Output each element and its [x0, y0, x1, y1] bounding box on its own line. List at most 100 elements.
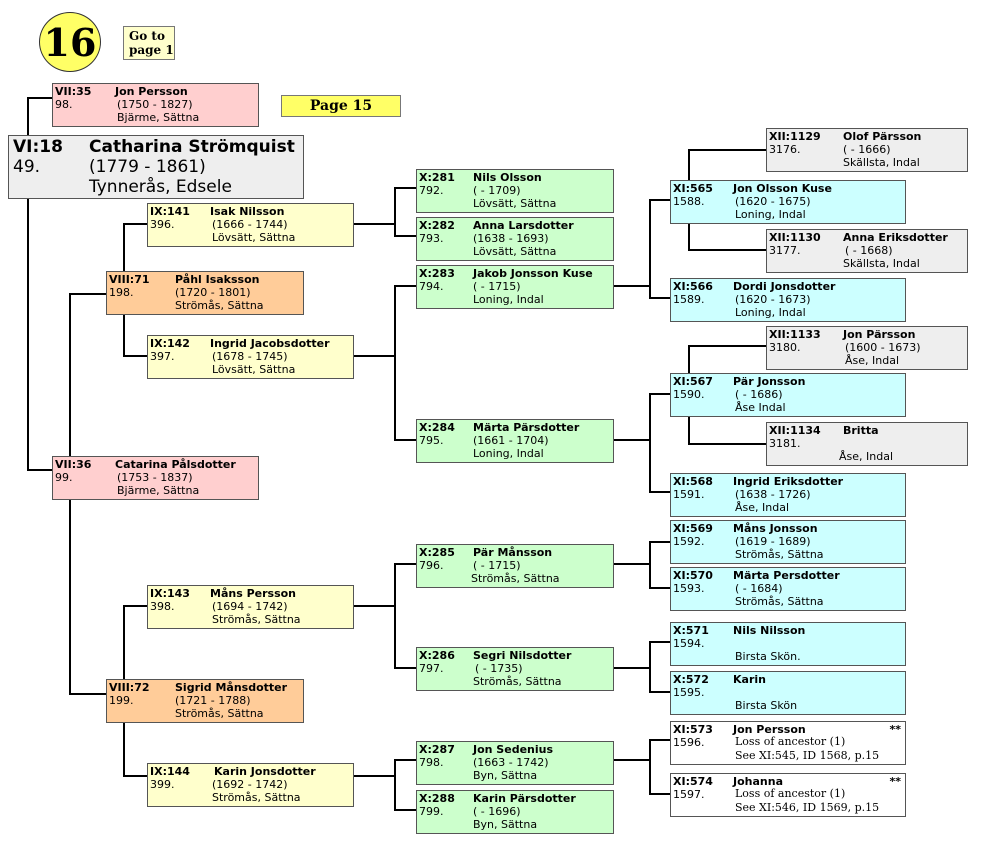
person-id: X:284 [419, 421, 455, 434]
person-num: 398. [150, 600, 175, 613]
person-box-xi-570[interactable]: XI:570 Märta Persdotter 1593. ( - 1684) … [670, 567, 906, 611]
person-dates: (1694 - 1742) [212, 600, 288, 613]
person-box-xi-574[interactable]: XI:574 Johanna ** 1597. Loss of ancestor… [670, 773, 906, 817]
person-id: X:571 [673, 624, 709, 637]
person-name: Måns Persson [210, 587, 297, 600]
person-num: 396. [150, 218, 175, 231]
person-id: X:283 [419, 267, 455, 280]
person-dates: ( - 1684) [735, 582, 783, 595]
person-place: Lövsätt, Sättna [212, 363, 296, 376]
person-place: Åse, Indal [735, 501, 790, 514]
person-num: 797. [419, 662, 444, 675]
person-box-x-285[interactable]: X:285 Pär Månsson 796. ( - 1715) Strömås… [416, 544, 614, 588]
person-place: Lövsätt, Sättna [212, 231, 296, 244]
person-id: XI:570 [673, 569, 713, 582]
person-place: Strömås, Sättna [212, 613, 301, 626]
person-num: 793. [419, 232, 444, 245]
person-box-ix-142[interactable]: IX:142 Ingrid Jacobsdotter 397. (1678 - … [147, 335, 354, 379]
person-num: 397. [150, 350, 175, 363]
person-id: VII:35 [55, 85, 92, 98]
person-id: XII:1133 [769, 328, 821, 341]
person-num: 1597. [673, 788, 705, 801]
person-box-ix-143[interactable]: IX:143 Måns Persson 398. (1694 - 1742) S… [147, 585, 354, 629]
person-name: Jon Olsson Kuse [733, 182, 832, 195]
person-name: Pär Jonsson [733, 375, 806, 388]
person-box-xi-568[interactable]: XI:568 Ingrid Eriksdotter 1591. (1638 - … [670, 473, 906, 517]
connector-p142-v [394, 285, 416, 441]
person-box-x-571[interactable]: X:571 Nils Nilsson 1594. Birsta Skön. [670, 622, 906, 666]
person-name: Johanna [733, 775, 783, 788]
person-name: Måns Jonsson [733, 522, 818, 535]
goto-line2: page 1 [129, 43, 174, 57]
person-dates: (1620 - 1673) [735, 293, 811, 306]
person-place: Strömås, Sättna [175, 299, 264, 312]
person-num: 98. [55, 98, 73, 111]
connector-p144-v [394, 759, 416, 811]
person-box-x-287[interactable]: X:287 Jon Sedenius 798. (1663 - 1742) By… [416, 741, 614, 785]
person-dates: (1619 - 1689) [735, 535, 811, 548]
person-box-x-281[interactable]: X:281 Nils Olsson 792. ( - 1709) Lövsätt… [416, 169, 614, 213]
person-dates: ( - 1735) [475, 662, 523, 675]
person-box-xi-567[interactable]: XI:567 Pär Jonsson 1590. ( - 1686) Åse I… [670, 373, 906, 417]
person-box-viii-71[interactable]: VIII:71 Påhl Isaksson 198. (1720 - 1801)… [106, 271, 304, 315]
person-box-x-286[interactable]: X:286 Segri Nilsdotter 797. ( - 1735) St… [416, 647, 614, 691]
person-box-vii-35[interactable]: VII:35 Jon Persson 98. (1750 - 1827) Bjä… [52, 83, 259, 127]
person-box-xi-566[interactable]: XI:566 Dordi Jonsdotter 1589. (1620 - 16… [670, 278, 906, 322]
person-note-1: Loss of ancestor (1) [735, 735, 846, 748]
person-id: X:282 [419, 219, 455, 232]
person-box-x-283[interactable]: X:283 Jakob Jonsson Kuse 794. ( - 1715) … [416, 265, 614, 309]
person-box-ix-141[interactable]: IX:141 Isak Nilsson 396. (1666 - 1744) L… [147, 203, 354, 247]
connector-p283-v [649, 199, 670, 299]
person-name: Karin Jonsdotter [214, 765, 316, 778]
person-place: Lövsätt, Sättna [473, 197, 557, 210]
person-place: Åse, Indal [839, 450, 894, 463]
person-box-ix-144[interactable]: IX:144 Karin Jonsdotter 399. (1692 - 174… [147, 763, 354, 807]
person-dates: (1721 - 1788) [175, 694, 251, 707]
page-15-link[interactable]: Page 15 [281, 95, 401, 117]
person-num: 796. [419, 559, 444, 572]
goto-page-1-link[interactable]: Go to page 1 [123, 26, 175, 60]
person-id: X:285 [419, 546, 455, 559]
person-num: 1592. [673, 535, 705, 548]
person-box-vii-36[interactable]: VII:36 Catarina Pålsdotter 99. (1753 - 1… [52, 456, 259, 500]
person-box-xii-1130[interactable]: XII:1130 Anna Eriksdotter 3177. ( - 1668… [766, 229, 968, 273]
person-box-viii-72[interactable]: VIII:72 Sigrid Månsdotter 199. (1721 - 1… [106, 679, 304, 723]
person-place: Strömås, Sättna [473, 675, 562, 688]
person-dates: (1692 - 1742) [212, 778, 288, 791]
person-id: VIII:72 [109, 681, 150, 694]
person-name: Jon Persson [733, 723, 806, 736]
person-num: 1595. [673, 686, 705, 699]
person-box-x-288[interactable]: X:288 Karin Pärsdotter 799. ( - 1696) By… [416, 790, 614, 834]
person-dates: (1678 - 1745) [212, 350, 288, 363]
person-num: 1593. [673, 582, 705, 595]
person-box-xi-573[interactable]: XI:573 Jon Persson ** 1596. Loss of ance… [670, 721, 906, 765]
person-box-x-282[interactable]: X:282 Anna Larsdotter 793. (1638 - 1693)… [416, 217, 614, 261]
person-box-x-572[interactable]: X:572 Karin 1595. Birsta Skön [670, 671, 906, 715]
person-name: Ingrid Jacobsdotter [210, 337, 330, 350]
person-place: Lövsätt, Sättna [473, 245, 557, 258]
person-place: Bjärme, Sättna [117, 484, 200, 497]
person-id: XI:573 [673, 723, 713, 736]
person-name: Jon Persson [115, 85, 188, 98]
person-id: XI:565 [673, 182, 713, 195]
person-box-x-284[interactable]: X:284 Märta Pärsdotter 795. (1661 - 1704… [416, 419, 614, 463]
root-person-box[interactable]: VI:18 Catharina Strömquist 49. (1779 - 1… [8, 135, 304, 199]
person-num: 3180. [769, 341, 801, 354]
person-dates: (1663 - 1742) [473, 756, 549, 769]
person-dates: (1638 - 1726) [735, 488, 811, 501]
person-box-xii-1134[interactable]: XII:1134 Britta 3181. Åse, Indal [766, 422, 968, 466]
goto-line1: Go to [129, 29, 165, 43]
person-box-xi-565[interactable]: XI:565 Jon Olsson Kuse 1588. (1620 - 167… [670, 180, 906, 224]
connector-p284-v [649, 393, 670, 493]
person-id: X:288 [419, 792, 455, 805]
person-box-xi-569[interactable]: XI:569 Måns Jonsson 1592. (1619 - 1689) … [670, 520, 906, 564]
person-box-xii-1129[interactable]: XII:1129 Olof Pärsson 3176. ( - 1666) Sk… [766, 128, 968, 172]
person-name: Catarina Pålsdotter [115, 458, 236, 471]
person-place: Strömås, Sättna [471, 572, 560, 585]
person-id: VII:36 [55, 458, 92, 471]
person-dates: (1661 - 1704) [473, 434, 549, 447]
connector-p143-v [394, 563, 416, 669]
person-box-xii-1133[interactable]: XII:1133 Jon Pärsson 3180. (1600 - 1673)… [766, 326, 968, 370]
person-id: XII:1130 [769, 231, 821, 244]
